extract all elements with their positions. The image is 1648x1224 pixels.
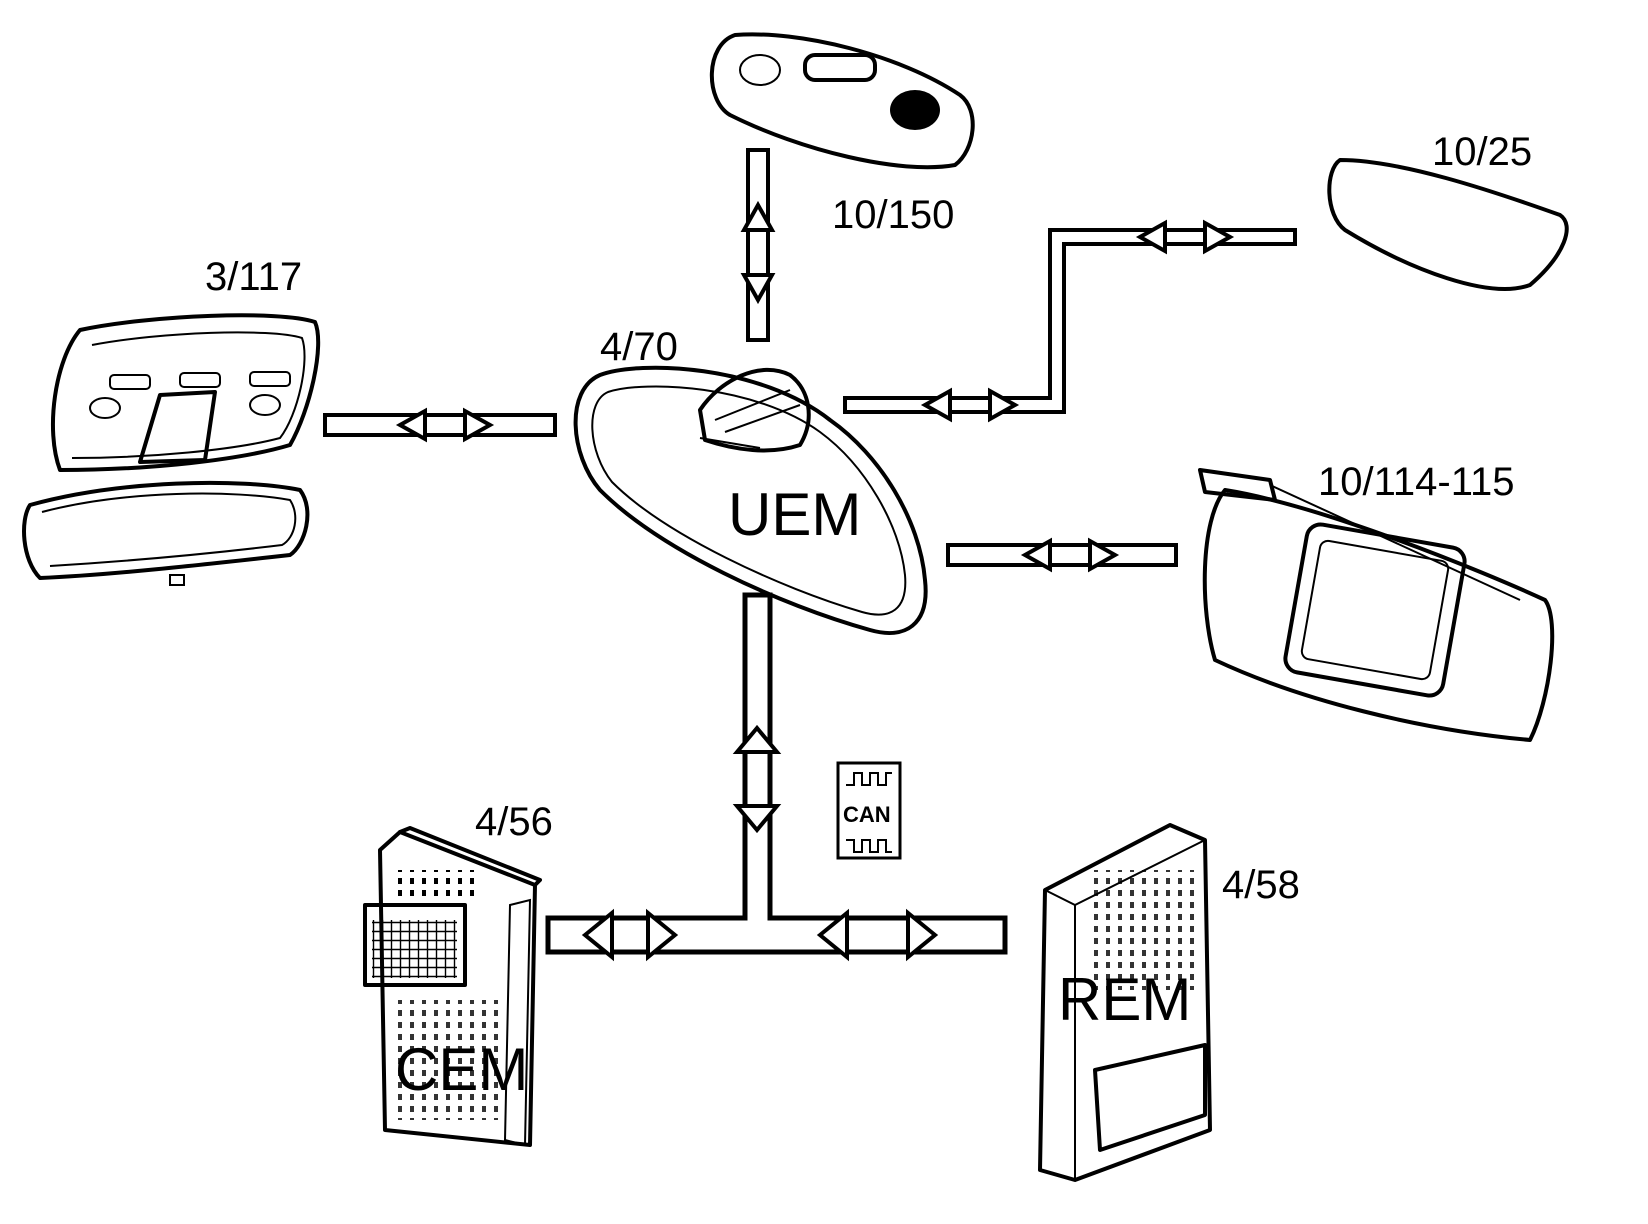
cem-module-icon	[363, 826, 542, 1147]
rem-module-icon	[1038, 823, 1212, 1182]
interior-light-front-ref: 10/150	[832, 193, 954, 237]
bus-to-sun-visor	[946, 537, 1178, 573]
cem-ref-label: 4/56	[475, 800, 553, 844]
can-bus-trunk	[545, 592, 1008, 962]
bus-to-rear-light	[843, 219, 1297, 423]
mirror-switch-panel-icon	[22, 313, 321, 586]
rear-light-icon	[1327, 158, 1569, 291]
sun-visor-ref: 10/114-115	[1318, 460, 1514, 504]
uem-name-label: UEM	[728, 481, 861, 548]
mirror-switch-panel-ref: 3/117	[205, 255, 302, 299]
interior-light-front-icon	[709, 32, 975, 170]
can-bus-symbol: CAN	[836, 761, 902, 860]
rem-ref-label: 4/58	[1222, 863, 1300, 907]
uem-ref-label: 4/70	[600, 325, 678, 369]
uem-mirror-icon	[573, 365, 928, 635]
bus-to-interior-light	[740, 148, 776, 342]
bus-to-mirror-panel	[323, 407, 557, 443]
rear-light-ref: 10/25	[1432, 130, 1532, 174]
cem-name-label: CEM	[395, 1036, 528, 1103]
sun-visor-icon	[1198, 468, 1555, 742]
can-symbol-label: CAN	[843, 802, 891, 827]
rem-name-label: REM	[1058, 966, 1191, 1033]
